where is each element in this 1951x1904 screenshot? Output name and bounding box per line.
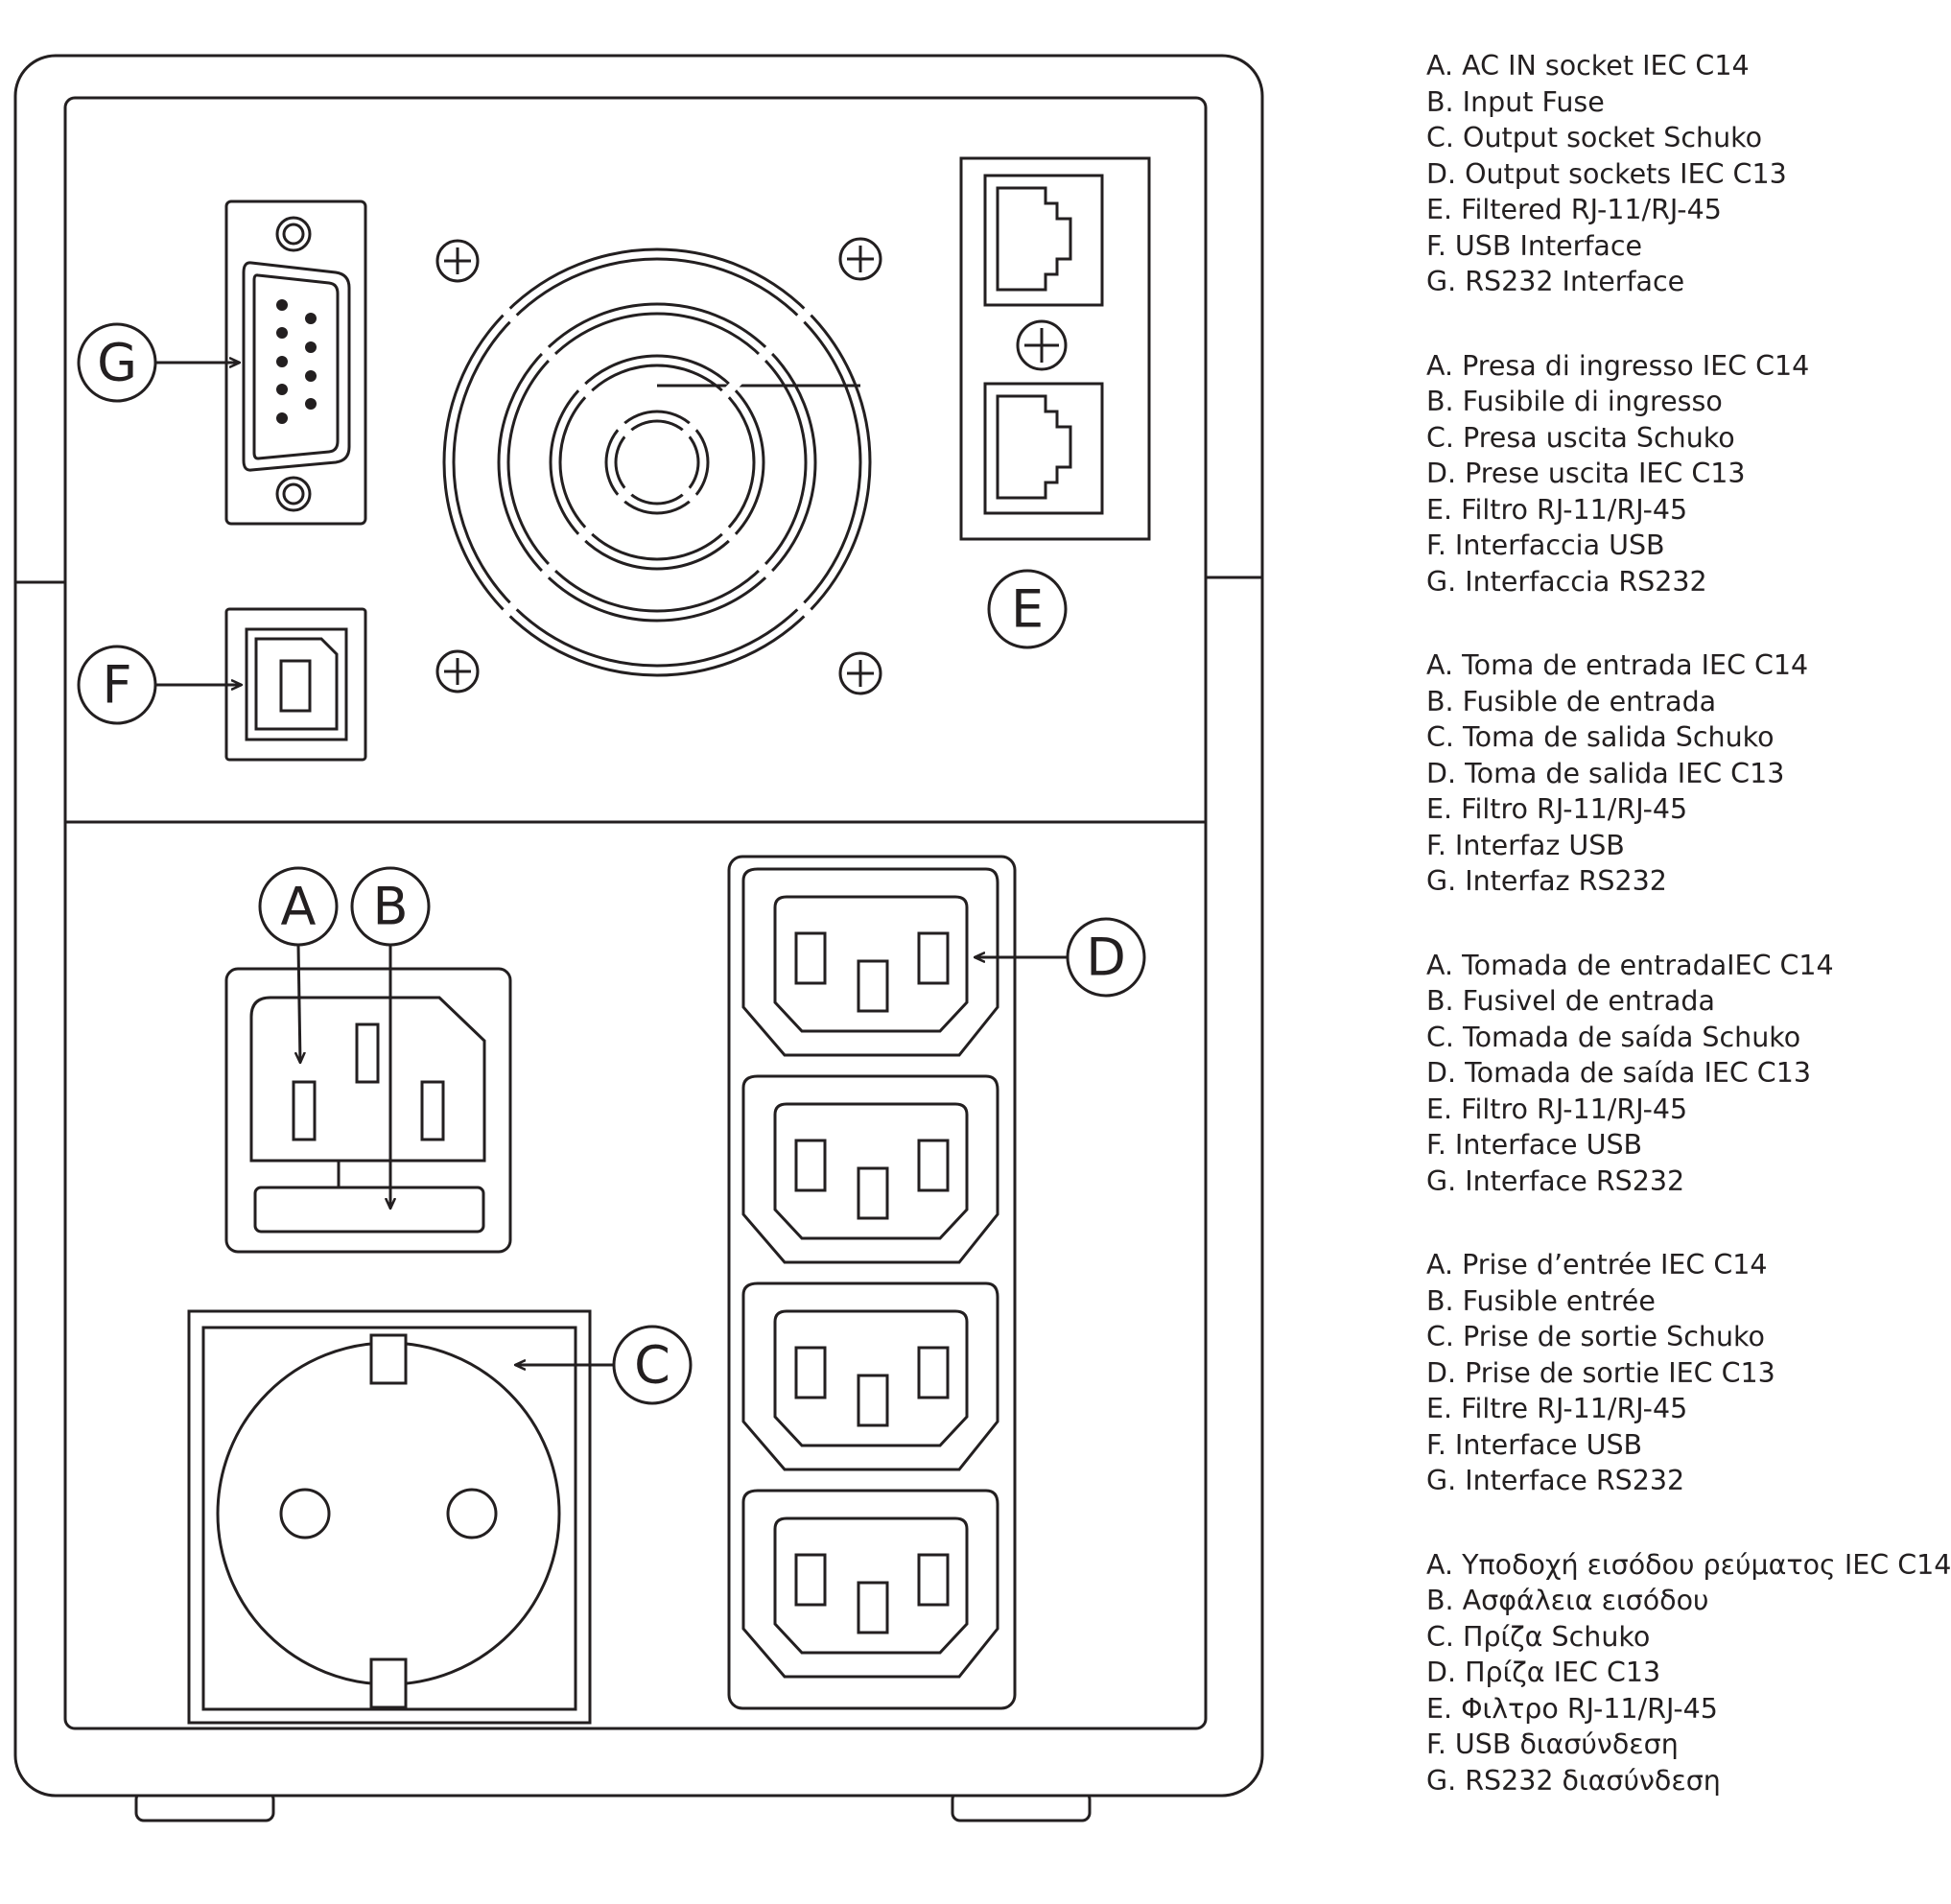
- multilingual-legend: A. AC IN socket IEC C14 B. Input Fuse C.…: [1426, 48, 1951, 1846]
- legend-line: A. Toma de entrada IEC C14: [1426, 649, 1809, 681]
- legend-line: A. AC IN socket IEC C14: [1426, 50, 1750, 82]
- legend-line: D. Output sockets IEC C13: [1426, 157, 1787, 190]
- legend-line: F. Interface USB: [1426, 1129, 1643, 1161]
- legend-line: C. Prise de sortie Schuko: [1426, 1321, 1765, 1352]
- legend-line: F. USB διασύνδεση: [1426, 1728, 1679, 1760]
- legend-line: A. Tomada de entradaIEC C14: [1426, 949, 1834, 981]
- legend-line: G. Interfaz RS232: [1426, 865, 1667, 897]
- legend-line: A. Presa di ingresso IEC C14: [1426, 349, 1810, 382]
- ups-rear-panel-diagram: G F E A B D C: [13, 54, 1264, 1822]
- legend-line: C. Output socket Schuko: [1426, 122, 1763, 153]
- legend-line: E. Φιλτρο RJ-11/RJ-45: [1426, 1692, 1718, 1725]
- svg-text:E: E: [1011, 579, 1044, 640]
- legend-line: B. Fusibile di ingresso: [1426, 386, 1723, 417]
- legend-line: D. Πρίζα IEC C13: [1426, 1657, 1661, 1688]
- legend-line: D. Toma de salida IEC C13: [1426, 757, 1785, 789]
- svg-text:D: D: [1086, 928, 1126, 988]
- legend-line: A. Υποδοχή εισόδου ρεύματος IEC C14: [1426, 1548, 1951, 1581]
- leader-arrows: [156, 363, 1068, 1365]
- legend-line: B. Ασφάλεια εισόδου: [1426, 1585, 1709, 1616]
- legend-line: B. Fusible de entrada: [1426, 685, 1717, 717]
- ac-inlet-with-fuse: [224, 967, 512, 1254]
- legend-line: A. Prise d’entrée IEC C14: [1426, 1249, 1768, 1281]
- legend-line: G. Interface RS232: [1426, 1164, 1685, 1197]
- cooling-fan-grille: [435, 237, 882, 695]
- callout-g: G: [77, 322, 157, 403]
- legend-line: E. Filtro RJ-11/RJ-45: [1426, 1093, 1688, 1125]
- legend-italian: A. Presa di ingresso IEC C14 B. Fusibile…: [1426, 348, 1904, 600]
- usb-port: [224, 607, 367, 762]
- svg-text:A: A: [281, 877, 317, 937]
- legend-line: F. Interfaz USB: [1426, 829, 1625, 861]
- rj11-rj45-ports: [959, 156, 1151, 541]
- legend-line: C. Tomada de saída Schuko: [1426, 1021, 1801, 1053]
- legend-line: G. Interface RS232: [1426, 1465, 1685, 1496]
- legend-line: E. Filtre RJ-11/RJ-45: [1426, 1393, 1688, 1424]
- legend-greek: A. Υποδοχή εισόδου ρεύματος IEC C14 B. Α…: [1426, 1547, 1951, 1799]
- legend-line: D. Prese uscita IEC C13: [1426, 458, 1746, 489]
- legend-line: C. Πρίζα Schuko: [1426, 1620, 1651, 1653]
- callout-b: B: [350, 866, 431, 947]
- legend-line: E. Filtro RJ-11/RJ-45: [1426, 493, 1688, 526]
- legend-line: G. Interfaccia RS232: [1426, 565, 1707, 598]
- callout-d: D: [1066, 917, 1146, 998]
- legend-line: D. Prise de sortie IEC C13: [1426, 1356, 1775, 1389]
- legend-line: D. Tomada de saída IEC C13: [1426, 1057, 1811, 1089]
- legend-line: F. Interfaccia USB: [1426, 529, 1665, 561]
- legend-line: F. Interface USB: [1426, 1428, 1643, 1461]
- legend-line: B. Fusivel de entrada: [1426, 985, 1715, 1017]
- legend-line: G. RS232 διασύνδεση: [1426, 1764, 1721, 1797]
- rs232-port: [224, 200, 367, 526]
- legend-line: E. Filtro RJ-11/RJ-45: [1426, 793, 1688, 825]
- legend-english: A. AC IN socket IEC C14 B. Input Fuse C.…: [1426, 48, 1904, 300]
- legend-line: C. Toma de salida Schuko: [1426, 721, 1775, 753]
- schuko-socket: [187, 1309, 592, 1725]
- svg-text:G: G: [97, 333, 137, 393]
- legend-line: G. RS232 Interface: [1426, 266, 1685, 297]
- legend-line: F. USB Interface: [1426, 229, 1643, 262]
- legend-line: B. Fusible entrée: [1426, 1284, 1656, 1317]
- legend-portuguese: A. Tomada de entradaIEC C14 B. Fusivel d…: [1426, 948, 1904, 1200]
- legend-french: A. Prise d’entrée IEC C14 B. Fusible ent…: [1426, 1247, 1904, 1499]
- callout-c: C: [612, 1325, 693, 1405]
- legend-line: B. Input Fuse: [1426, 85, 1605, 118]
- svg-text:C: C: [634, 1335, 670, 1396]
- legend-spanish: A. Toma de entrada IEC C14 B. Fusible de…: [1426, 647, 1904, 900]
- callout-e: E: [987, 569, 1068, 649]
- legend-line: E. Filtered RJ-11/RJ-45: [1426, 194, 1722, 225]
- callout-f: F: [77, 645, 157, 725]
- svg-text:B: B: [372, 877, 408, 937]
- svg-text:F: F: [102, 655, 131, 716]
- legend-line: C. Presa uscita Schuko: [1426, 421, 1735, 454]
- iec-c13-outlets: [727, 855, 1017, 1710]
- callout-a: A: [258, 866, 339, 947]
